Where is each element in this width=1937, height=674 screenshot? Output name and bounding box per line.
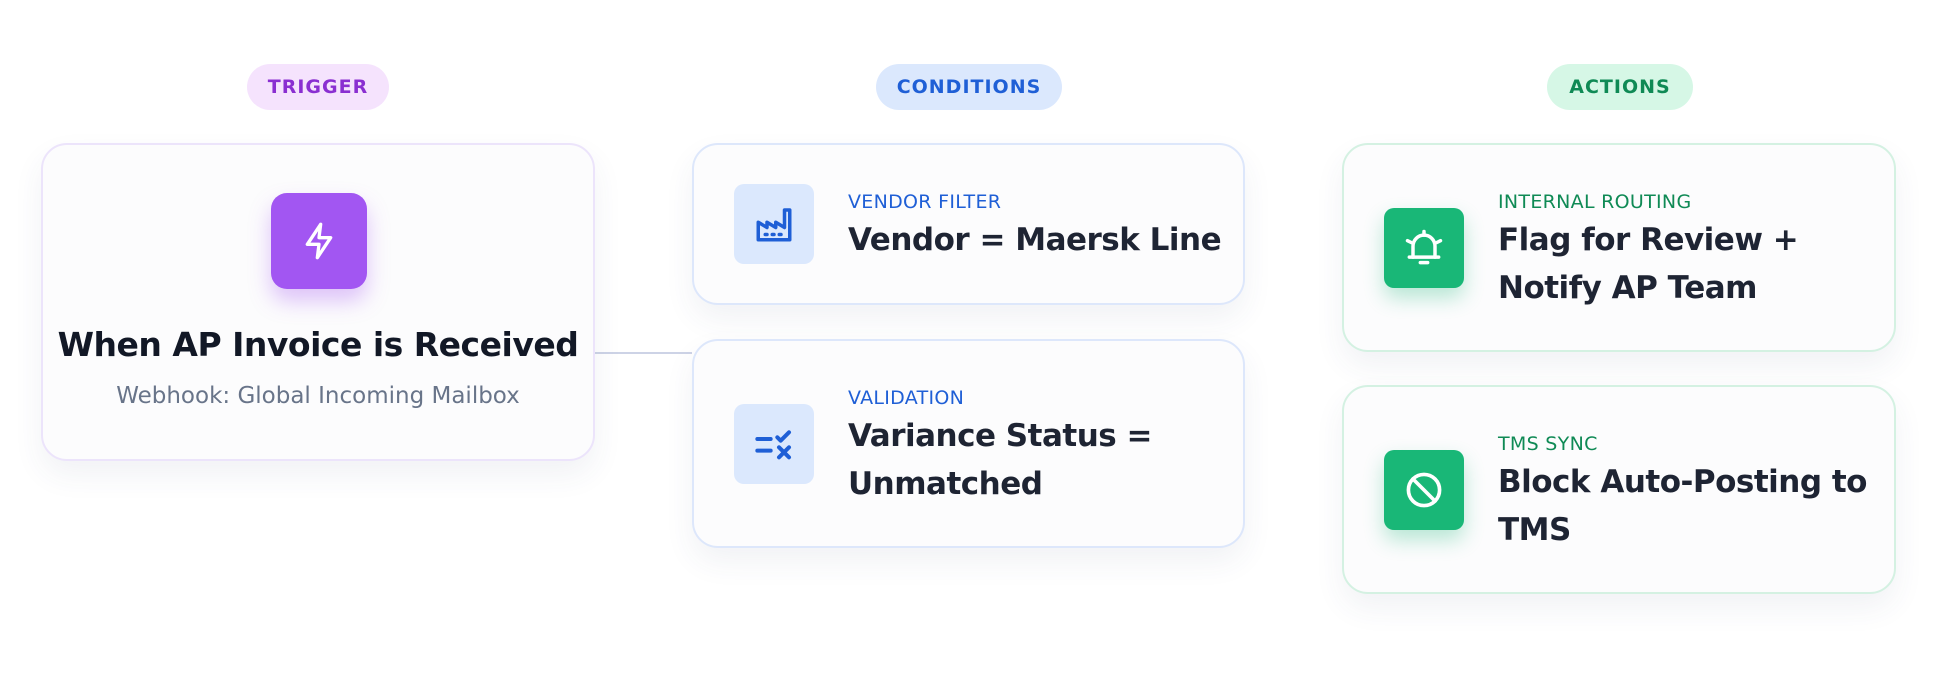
lightning-bolt-icon xyxy=(271,193,367,289)
trigger-column-label: TRIGGER xyxy=(247,64,389,110)
condition-title: Variance Status = Unmatched xyxy=(848,418,1152,502)
action-title: Block Auto-Posting to TMS xyxy=(1498,464,1867,548)
action-card-tms-sync[interactable]: TMS SYNC Block Auto-Posting to TMS xyxy=(1342,385,1896,594)
action-eyebrow: TMS SYNC xyxy=(1498,433,1598,455)
condition-card-vendor-filter[interactable]: VENDOR FILTER Vendor = Maersk Line xyxy=(692,143,1245,305)
bell-alert-icon xyxy=(1384,208,1464,288)
actions-column-label: ACTIONS xyxy=(1547,64,1693,110)
condition-eyebrow: VALIDATION xyxy=(848,387,965,409)
conditions-column-label: CONDITIONS xyxy=(876,64,1062,110)
action-card-internal-routing[interactable]: INTERNAL ROUTING Flag for Review + Notif… xyxy=(1342,143,1896,352)
checklist-icon xyxy=(734,404,814,484)
factory-icon xyxy=(734,184,814,264)
action-eyebrow: INTERNAL ROUTING xyxy=(1498,191,1692,213)
condition-eyebrow: VENDOR FILTER xyxy=(848,191,1002,213)
block-icon xyxy=(1384,450,1464,530)
condition-card-validation[interactable]: VALIDATION Variance Status = Unmatched xyxy=(692,339,1245,548)
condition-title: Vendor = Maersk Line xyxy=(848,222,1222,258)
trigger-title: When AP Invoice is Received xyxy=(57,325,579,364)
action-title: Flag for Review + Notify AP Team xyxy=(1498,222,1799,306)
trigger-to-conditions-connector xyxy=(595,352,692,354)
trigger-subtitle: Webhook: Global Incoming Mailbox xyxy=(116,383,520,409)
trigger-card[interactable]: When AP Invoice is Received Webhook: Glo… xyxy=(41,143,595,461)
